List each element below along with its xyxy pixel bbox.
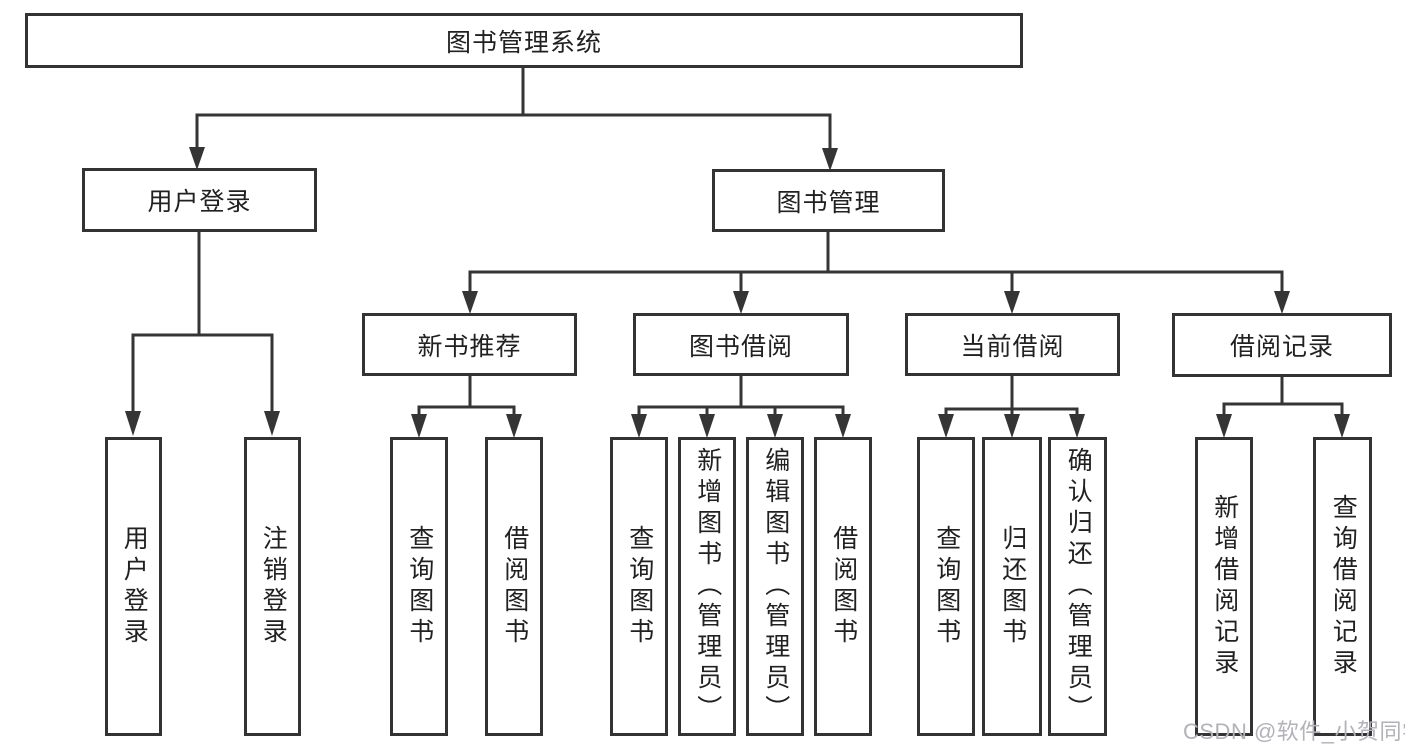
node-borrowing-records: 借阅记录 — [1172, 313, 1392, 377]
leaf-recommend-query-books: 查询图书 — [390, 437, 448, 736]
leaf-current-return-books: 归还图书 — [982, 437, 1042, 736]
leaf-records-query-record: 查询借阅记录 — [1313, 437, 1372, 736]
leaf-borrowing-query-books: 查询图书 — [610, 437, 668, 736]
leaf-borrowing-edit-books-admin-label: 编辑图书（管理员） — [761, 447, 790, 726]
node-user-login: 用户登录 — [82, 168, 317, 232]
leaf-user-login: 用户登录 — [105, 437, 162, 736]
node-library-management-system: 图书管理系统 — [25, 13, 1023, 68]
leaf-recommend-query-books-label: 查询图书 — [405, 524, 434, 649]
leaf-borrowing-query-books-label: 查询图书 — [625, 524, 654, 649]
leaf-current-confirm-return-admin-label: 确认归还（管理员） — [1064, 447, 1093, 726]
leaf-current-query-books-label: 查询图书 — [932, 524, 961, 649]
node-book-management: 图书管理 — [712, 169, 945, 232]
leaf-borrowing-borrow-books-label: 借阅图书 — [829, 524, 858, 649]
csdn-watermark: CSDN @软件_小贺同学 — [1183, 719, 1405, 744]
leaf-current-confirm-return-admin: 确认归还（管理员） — [1048, 437, 1107, 736]
leaf-records-add-record: 新增借阅记录 — [1195, 437, 1253, 736]
leaf-logout: 注销登录 — [244, 437, 301, 736]
leaf-current-return-books-label: 归还图书 — [998, 524, 1027, 649]
leaf-current-query-books: 查询图书 — [917, 437, 975, 736]
node-new-book-recommend: 新书推荐 — [362, 313, 577, 376]
leaf-records-add-record-label: 新增借阅记录 — [1210, 493, 1239, 680]
node-book-borrowing: 图书借阅 — [633, 313, 849, 376]
leaf-records-query-record-label: 查询借阅记录 — [1329, 493, 1358, 680]
leaf-borrowing-borrow-books: 借阅图书 — [814, 437, 872, 736]
leaf-borrowing-edit-books-admin: 编辑图书（管理员） — [746, 437, 804, 736]
leaf-recommend-borrow-books: 借阅图书 — [485, 437, 543, 736]
node-current-borrowing: 当前借阅 — [905, 313, 1120, 376]
leaf-borrowing-add-books-admin-label: 新增图书（管理员） — [693, 447, 722, 726]
leaf-logout-label: 注销登录 — [259, 524, 288, 649]
leaf-borrowing-add-books-admin: 新增图书（管理员） — [678, 437, 736, 736]
leaf-user-login-label: 用户登录 — [120, 524, 149, 649]
leaf-recommend-borrow-books-label: 借阅图书 — [500, 524, 529, 649]
